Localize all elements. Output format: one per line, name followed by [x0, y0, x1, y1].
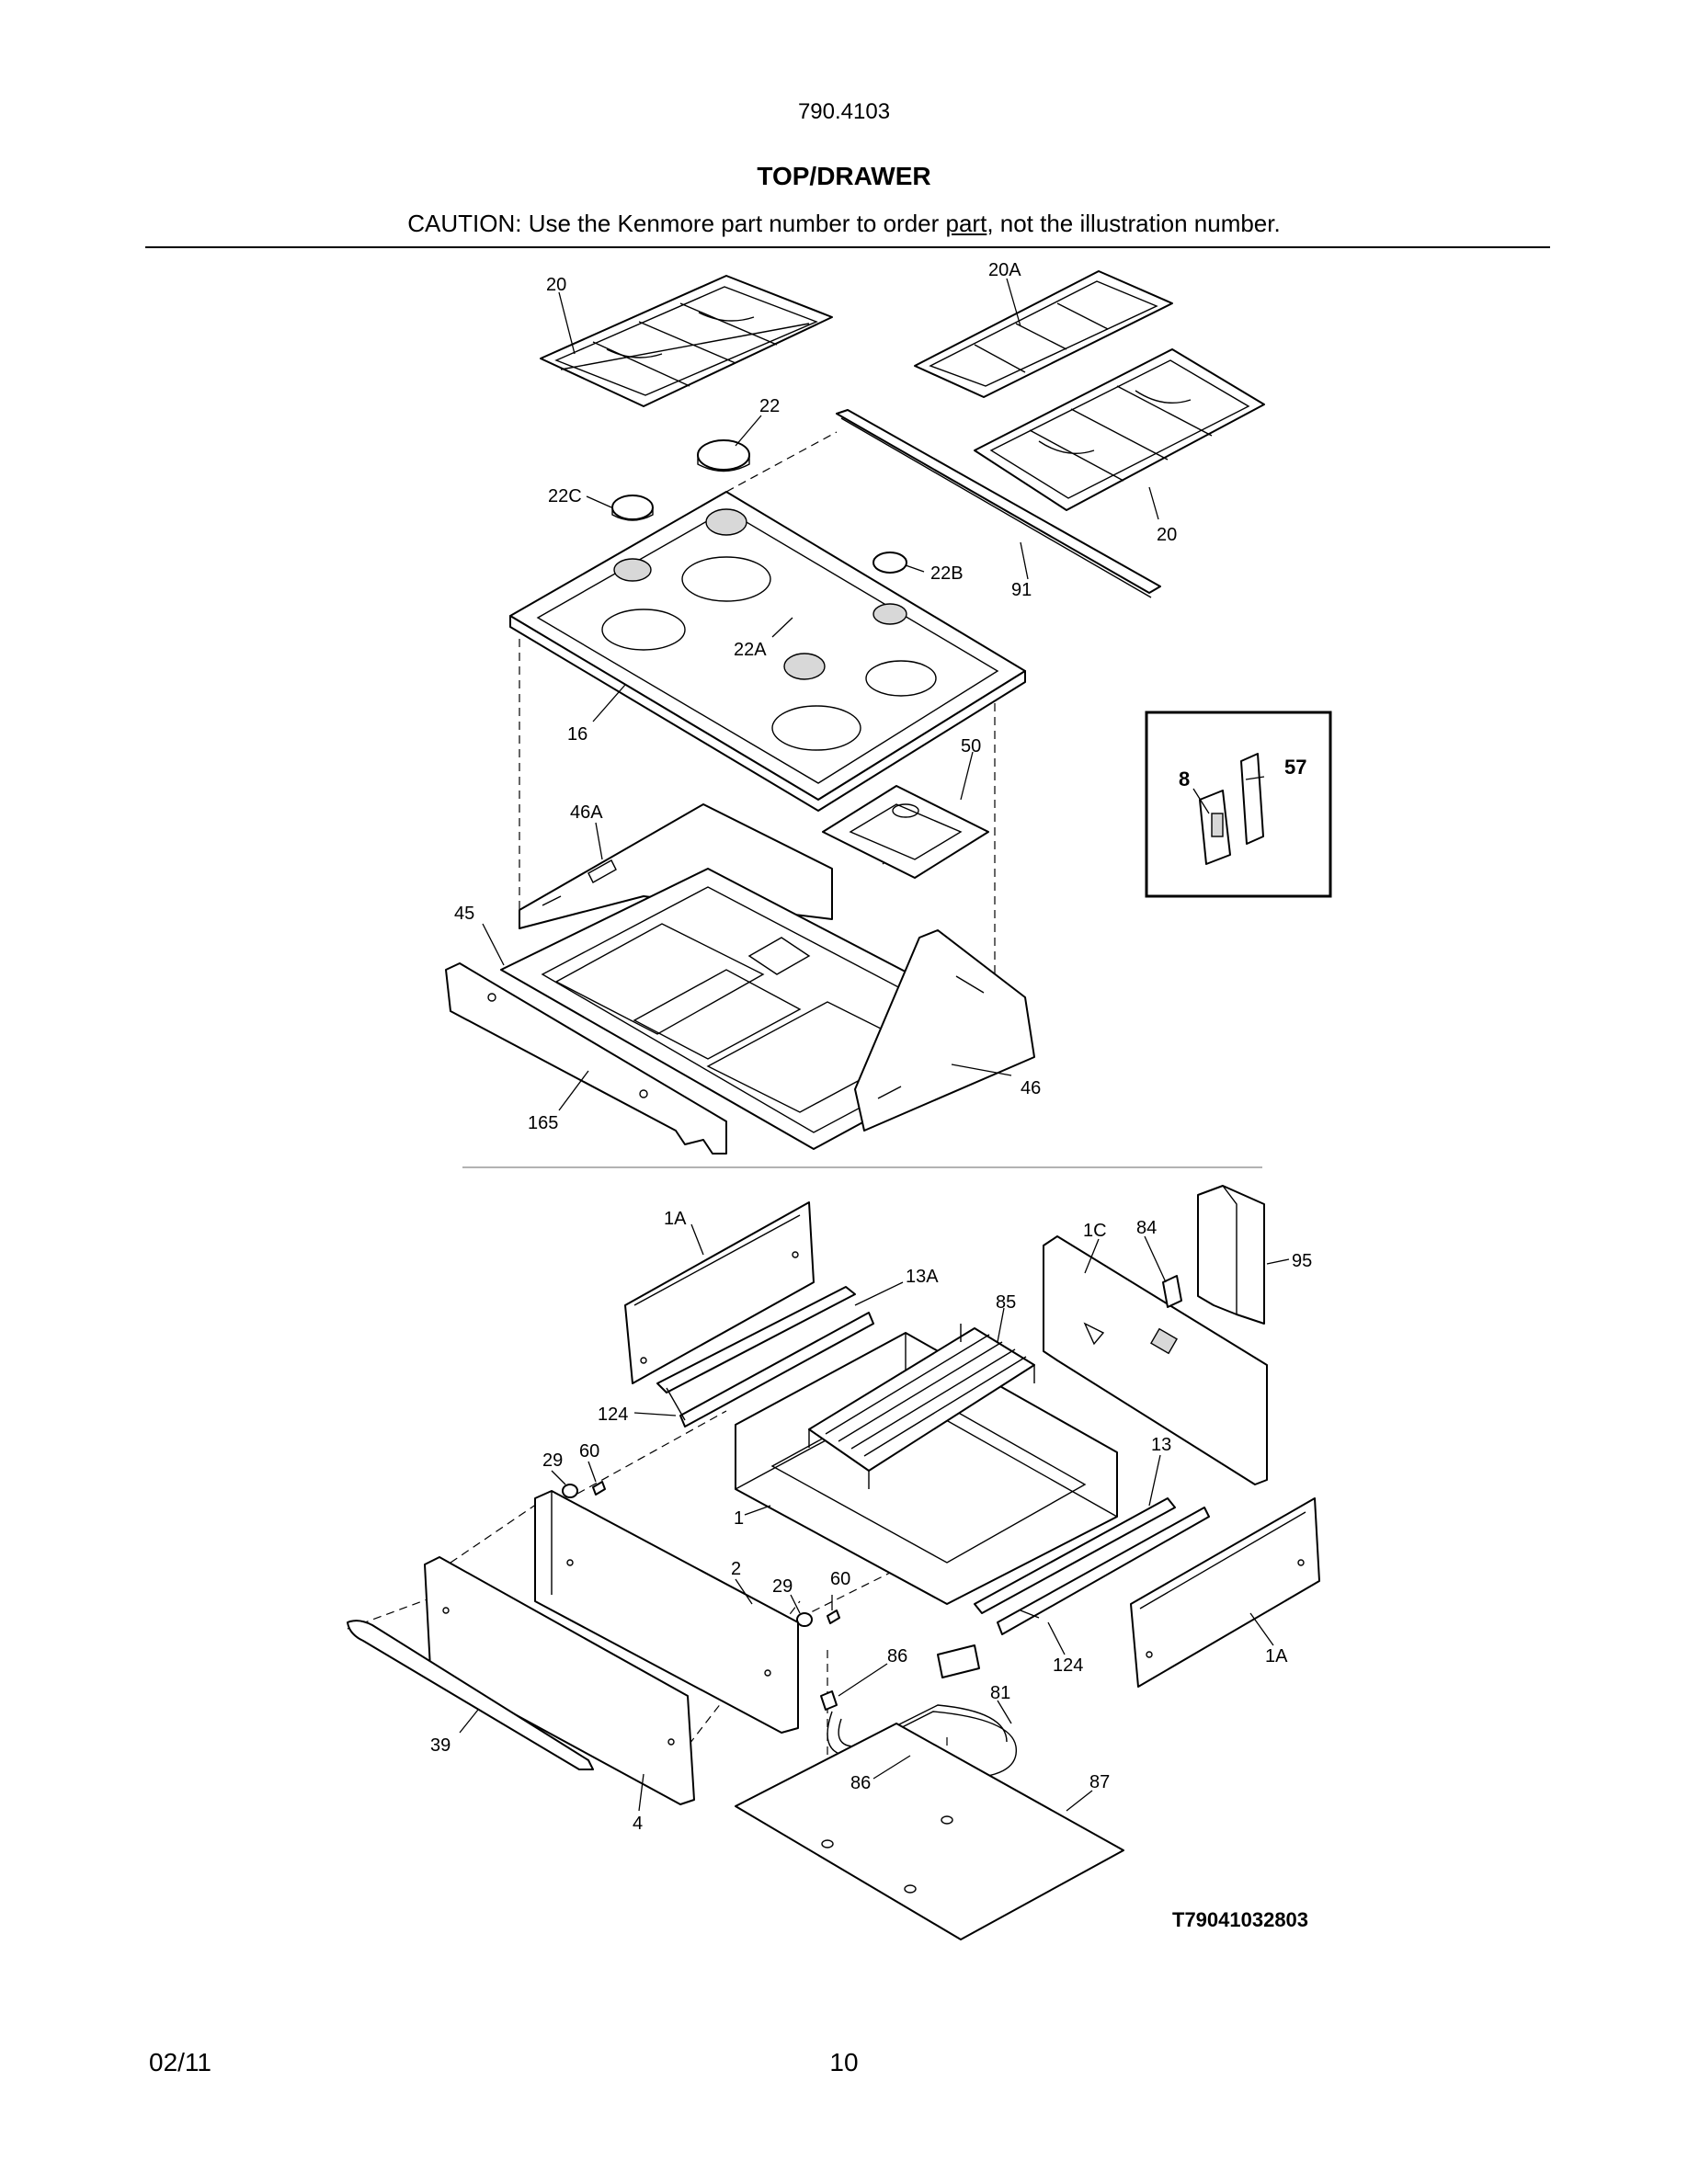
cooktop — [509, 491, 1026, 812]
callout-46: 46 — [1021, 1078, 1041, 1098]
rack — [808, 1324, 1035, 1489]
header-divider — [145, 246, 1550, 248]
slide-left — [656, 1286, 874, 1428]
cover — [1197, 1185, 1265, 1325]
callout-39: 39 — [430, 1735, 451, 1756]
callout-60-right: 60 — [830, 1569, 850, 1589]
callout-1a-right: 1A — [1265, 1646, 1288, 1666]
callout-29-left: 29 — [542, 1450, 563, 1471]
caution-part-link: part — [945, 210, 987, 237]
callout-45: 45 — [454, 904, 474, 924]
callout-20-left: 20 — [546, 275, 566, 295]
callout-46a: 46A — [570, 802, 603, 823]
slide-right — [974, 1497, 1210, 1635]
grate-left — [540, 275, 833, 407]
callout-16: 16 — [567, 724, 587, 745]
diagram-code: T79041032803 — [1172, 1908, 1308, 1931]
caution-text: CAUTION: Use the Kenmore part number to … — [0, 210, 1688, 238]
knobs-screws — [562, 1481, 840, 1627]
callout-1: 1 — [734, 1508, 744, 1529]
callout-2: 2 — [731, 1559, 741, 1579]
side-rail-right — [854, 929, 1035, 1132]
footer-date: 02/11 — [149, 2048, 211, 2076]
callout-13a: 13A — [906, 1267, 939, 1287]
callout-1c: 1C — [1083, 1221, 1107, 1241]
callout-87: 87 — [1089, 1772, 1110, 1792]
drawer-side-right — [1130, 1497, 1320, 1688]
section-title: TOP/DRAWER — [757, 162, 931, 190]
callout-50: 50 — [961, 736, 981, 756]
heating-element — [820, 1644, 1017, 1816]
drawer-side-left — [624, 1201, 815, 1384]
grate-right — [974, 348, 1265, 511]
callout-29-right: 29 — [772, 1576, 793, 1597]
callout-1a-left: 1A — [664, 1209, 687, 1229]
front-rail — [445, 962, 727, 1155]
callout-86-top: 86 — [887, 1646, 907, 1666]
callout-22c: 22C — [548, 486, 582, 506]
callout-85: 85 — [996, 1292, 1016, 1313]
inset-box — [1145, 711, 1332, 898]
callout-22b: 22B — [930, 563, 964, 584]
callout-22: 22 — [759, 396, 780, 416]
drawer-front — [534, 1490, 799, 1734]
back-panel — [1043, 1235, 1268, 1485]
callout-95: 95 — [1292, 1251, 1312, 1271]
sensor — [1162, 1275, 1182, 1308]
handle — [347, 1620, 594, 1770]
callout-86-bottom: 86 — [850, 1773, 871, 1793]
trim-strip — [836, 409, 1161, 598]
callout-22a: 22A — [734, 640, 767, 660]
callout-84: 84 — [1136, 1218, 1157, 1238]
callout-91: 91 — [1011, 580, 1032, 600]
leader-lines — [459, 278, 1290, 1812]
model-number: 790.4103 — [797, 99, 891, 124]
callout-4: 4 — [633, 1814, 643, 1834]
callout-124-left: 124 — [598, 1405, 628, 1425]
burner-box — [822, 785, 989, 879]
callout-13: 13 — [1151, 1435, 1171, 1455]
page-number: 10 — [829, 2048, 859, 2076]
caution-after: , not the illustration number. — [987, 210, 1281, 237]
bottom-plate — [735, 1723, 1124, 1940]
callout-57: 57 — [1284, 756, 1306, 779]
callout-8: 8 — [1179, 768, 1190, 791]
callout-60-left: 60 — [579, 1441, 599, 1462]
callout-81: 81 — [990, 1683, 1010, 1703]
callout-20a: 20A — [988, 260, 1021, 280]
grate-center — [914, 270, 1173, 398]
callout-165: 165 — [528, 1113, 558, 1133]
callout-124-right: 124 — [1053, 1655, 1083, 1676]
caution-before: CAUTION: Use the Kenmore part number to … — [407, 210, 946, 237]
callout-20-right: 20 — [1157, 525, 1177, 545]
